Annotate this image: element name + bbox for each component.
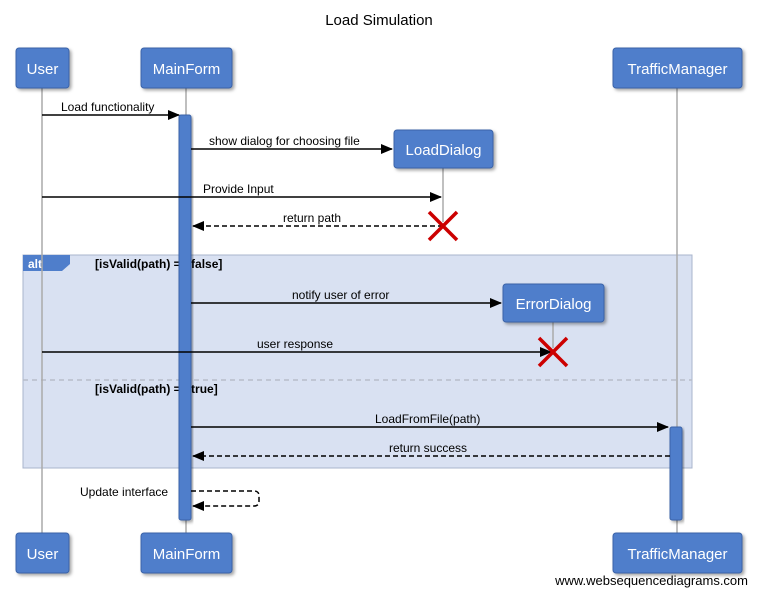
activation-trafficmanager xyxy=(669,426,683,521)
message-update-interface: Update interface xyxy=(80,485,260,511)
message-return-path-label: return path xyxy=(283,211,341,225)
participant-trafficmanager-label: TrafficManager xyxy=(627,61,727,78)
message-load-functionality-label: Load functionality xyxy=(61,100,154,114)
participant-loaddialog-label: LoadDialog xyxy=(406,142,482,159)
diagram-title: Load Simulation xyxy=(325,12,433,29)
message-provide-input-label: Provide Input xyxy=(203,182,274,196)
message-show-dialog: show dialog for choosing file xyxy=(191,134,393,154)
participant-trafficmanager-bottom: TrafficManager xyxy=(612,532,743,574)
message-show-dialog-label: show dialog for choosing file xyxy=(209,134,360,148)
alt-label: alt xyxy=(28,257,42,271)
participant-mainform-bottom-label: MainForm xyxy=(153,546,221,563)
guard-false: [isValid(path) == false] xyxy=(95,257,222,271)
message-user-response: user response xyxy=(42,337,552,357)
participant-trafficmanager-top: TrafficManager xyxy=(612,47,743,89)
participant-mainform-top: MainForm xyxy=(140,47,233,89)
participant-mainform-label: MainForm xyxy=(153,61,221,78)
message-load-from-file-label: LoadFromFile(path) xyxy=(375,412,480,426)
activation-mainform xyxy=(178,114,192,521)
participant-errordialog: ErrorDialog xyxy=(502,283,605,323)
participant-trafficmanager-bottom-label: TrafficManager xyxy=(627,546,727,563)
participant-errordialog-label: ErrorDialog xyxy=(516,296,592,313)
message-load-functionality: Load functionality xyxy=(42,100,180,120)
message-update-interface-label: Update interface xyxy=(80,485,168,499)
guard-true: [isValid(path) == true] xyxy=(95,382,218,396)
footer-credit: www.websequencediagrams.com xyxy=(554,573,748,588)
destroy-errordialog-icon xyxy=(537,336,569,368)
alt-tab xyxy=(23,255,70,271)
message-provide-input: Provide Input xyxy=(42,182,442,202)
message-return-success-label: return success xyxy=(389,441,467,455)
message-load-from-file: LoadFromFile(path) xyxy=(191,412,669,432)
message-return-path: return path xyxy=(192,211,443,231)
participant-user-label: User xyxy=(27,61,59,78)
message-notify-error-label: notify user of error xyxy=(292,288,389,302)
participant-user-bottom-label: User xyxy=(27,546,59,563)
participant-user-bottom: User xyxy=(15,532,70,574)
participant-loaddialog: LoadDialog xyxy=(393,129,494,169)
destroy-loaddialog-icon xyxy=(427,210,459,242)
message-user-response-label: user response xyxy=(257,337,333,351)
message-notify-error: notify user of error xyxy=(191,288,502,308)
message-return-success: return success xyxy=(192,441,670,461)
participant-mainform-bottom: MainForm xyxy=(140,532,233,574)
participant-user-top: User xyxy=(15,47,70,89)
